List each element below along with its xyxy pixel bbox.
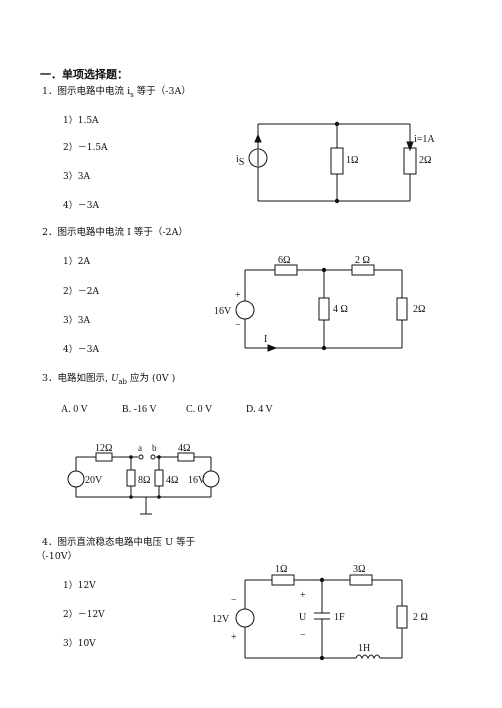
q4-inductor-label: 1H (358, 643, 370, 654)
q2-r-mid-label: 4 Ω (333, 304, 348, 315)
q3-r-top-right-label: 4Ω (178, 443, 190, 454)
q1-option-1[interactable]: 1）1.5A (63, 116, 99, 126)
q1-current-label: i=1A (414, 134, 435, 145)
q4-u-label: U (299, 612, 307, 623)
q1-option-3[interactable]: 3）3A (63, 172, 90, 182)
question-4-stem-line1: 4．图示直流稳态电路中电压 U 等于 (42, 537, 196, 548)
q2-option-3[interactable]: 3）3A (63, 316, 90, 326)
q3-choice-a[interactable]: A. 0 V (61, 404, 88, 415)
q1-r2-label: 2Ω (419, 155, 431, 166)
q1-option-2[interactable]: 2）－1.5A (63, 143, 108, 153)
q2-option-1[interactable]: 1）2A (63, 257, 90, 267)
q4-minus-label: − (231, 595, 237, 606)
q1-option-4[interactable]: 4）－3A (63, 201, 99, 211)
section-title: 一．单项选择题： (40, 68, 128, 81)
q3-r-mid-right-label: 4Ω (166, 475, 178, 486)
question-2-stem: 2．图示电路中电流 I 等于（-2A） (42, 227, 188, 238)
q2-source-label: 16V (214, 306, 232, 317)
q2-r-top-right-label: 2 Ω (355, 255, 370, 266)
q1-r1-label: 1Ω (346, 155, 358, 166)
question-4-stem-line2: （-10V） (36, 551, 78, 562)
q4-option-2[interactable]: 2）－12V (63, 610, 105, 620)
q4-cap-label: 1F (334, 612, 345, 623)
q3-node-a-label: a (138, 443, 142, 453)
q3-choice-c[interactable]: C. 0 V (186, 404, 213, 415)
q3-choice-d[interactable]: D. 4 V (246, 404, 273, 415)
q4-r-top-left-label: 1Ω (275, 564, 287, 575)
q4-plus-label: + (231, 632, 237, 643)
q3-r-top-left-label: 12Ω (95, 443, 112, 454)
q4-u-minus-label: − (300, 630, 306, 641)
q3-r-mid-left-label: 8Ω (138, 475, 150, 486)
q4-source-label: 12V (212, 614, 230, 625)
q4-u-plus-label: + (300, 590, 306, 601)
q2-current-label: I (264, 334, 267, 345)
question-1-stem: 1．图示电路中电流 is 等于（-3A） (42, 86, 191, 99)
q3-choice-b[interactable]: B. -16 V (122, 404, 157, 415)
q4-r-right-label: 2 Ω (413, 612, 428, 623)
q3-source-right-label: 16V (188, 475, 206, 486)
q2-minus-label: − (235, 320, 241, 331)
q2-r-top-left-label: 6Ω (278, 255, 290, 266)
q1-source-label: iS (236, 154, 244, 168)
q2-option-2[interactable]: 2）－2A (63, 287, 99, 297)
q3-source-left-label: 20V (85, 475, 103, 486)
q4-r-top-right-label: 3Ω (353, 564, 365, 575)
q2-plus-label: + (235, 290, 241, 301)
question-3-stem: 3．电路如图示, Uab 应为 (0V ) (42, 373, 176, 386)
q2-option-4[interactable]: 4）－3A (63, 345, 99, 355)
q3-node-b-label: b (152, 443, 157, 453)
q2-r-right-label: 2Ω (413, 304, 425, 315)
q4-option-3[interactable]: 3）10V (63, 639, 96, 649)
q4-option-1[interactable]: 1）12V (63, 581, 96, 591)
